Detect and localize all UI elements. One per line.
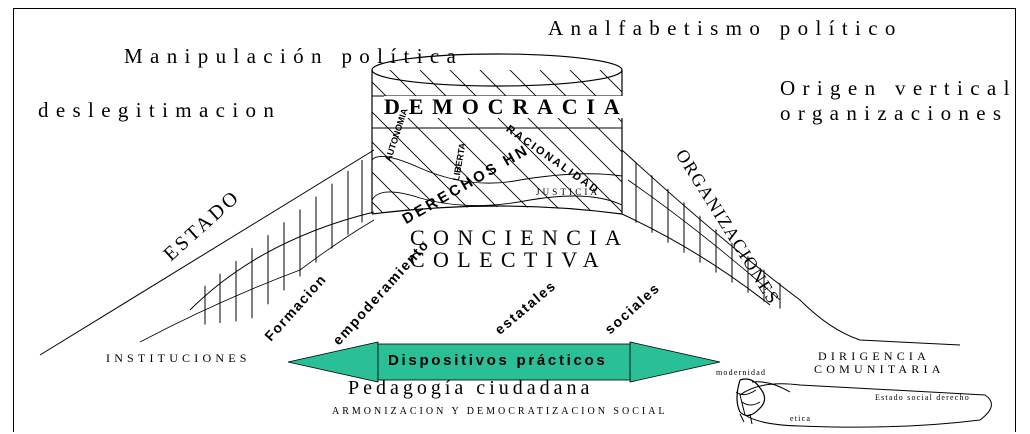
label-conciencia-line1: CONCIENCIA <box>410 225 630 250</box>
label-analfabetismo: Analfabetismo político <box>548 16 903 40</box>
label-etica: etica <box>790 414 812 423</box>
label-dirigencia-line2: COMUNITARIA <box>814 362 945 376</box>
label-dispositivos: Dispositivos prácticos <box>388 352 608 369</box>
label-instituciones: INSTITUCIONES <box>106 351 251 365</box>
diagram-frame <box>13 8 1016 432</box>
label-origen-line1: Origen vertical <box>780 76 1017 100</box>
modernidad-sketch <box>735 378 992 428</box>
label-conciencia-line2: COLECTIVA <box>410 247 608 272</box>
dispositivos-arrow <box>287 341 721 383</box>
label-modernidad: modernidad <box>716 368 767 377</box>
label-manipulacion: Manipulación política <box>124 44 464 68</box>
label-origen-line2: organizaciones <box>780 101 1009 125</box>
right-slope <box>621 149 961 346</box>
label-democracia: DEMOCRACIA <box>384 94 629 119</box>
democracy-cylinder <box>371 53 623 215</box>
label-dirigencia-line1: DIRIGENCIA <box>818 349 930 363</box>
left-slope <box>39 149 375 356</box>
label-armonizacion: ARMONIZACION Y DEMOCRATIZACION SOCIAL <box>332 406 668 417</box>
label-pedagogia: Pedagogía ciudadana <box>348 377 594 399</box>
label-justicia: JUSTICIA <box>536 187 601 197</box>
label-estado-social-derecho: Estado social derecho <box>875 393 970 402</box>
label-deslegitimacion: deslegitimacion <box>38 98 282 122</box>
